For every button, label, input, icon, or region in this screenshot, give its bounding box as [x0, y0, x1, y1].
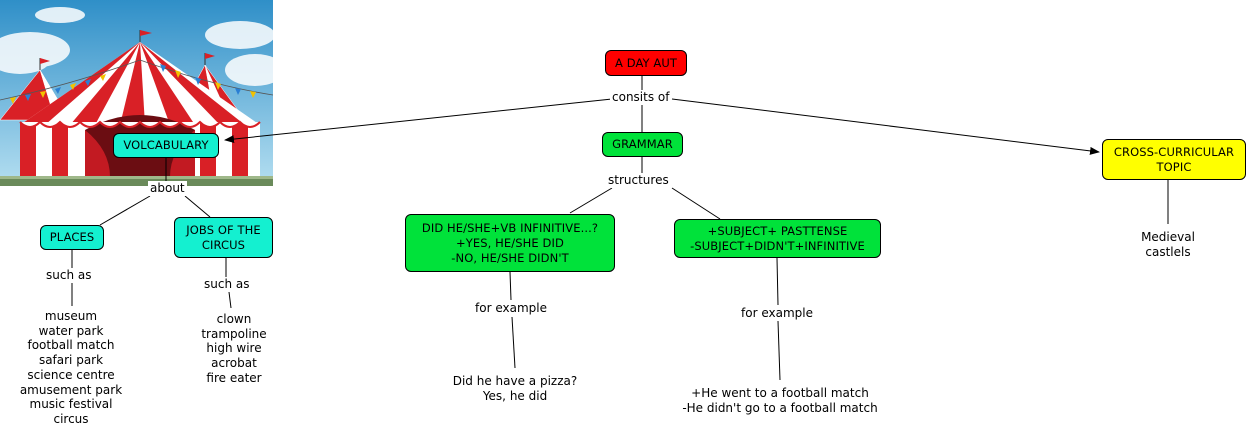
places-list-item: safari park	[0, 353, 142, 368]
link-about-to-places	[100, 196, 150, 225]
places-node[interactable]: PLACES	[40, 225, 104, 250]
root-link-label: consits of	[610, 90, 671, 105]
places-link-label: such as	[44, 268, 93, 283]
jobs-list-item: clown	[184, 312, 284, 327]
places-list-item: museum	[0, 309, 142, 324]
topic-list-item: castlels	[1118, 245, 1218, 260]
statements-example-line: -He didn't go to a football match	[665, 401, 895, 416]
link-consits-to-topic	[672, 99, 1099, 152]
statements-example-line: +He went to a football match	[665, 386, 895, 401]
link-example-to-questions-sample	[512, 317, 515, 368]
link-about-to-jobs	[185, 196, 210, 217]
places-list-item: science centre	[0, 368, 142, 383]
link-example-to-statements-sample	[778, 321, 780, 380]
questions-example-line: Yes, he did	[430, 389, 600, 404]
link-statements-to-example	[777, 258, 778, 305]
jobs-node[interactable]: JOBS OF THE CIRCUS	[174, 217, 273, 258]
link-suchas-to-jobs-list	[229, 292, 231, 308]
questions-example-line: Did he have a pizza?	[430, 374, 600, 389]
vocabulary-node[interactable]: VOLCABULARY	[113, 133, 219, 158]
jobs-list-item: acrobat	[184, 356, 284, 371]
places-list-item: water park	[0, 324, 142, 339]
questions-example: Did he have a pizza?Yes, he did	[430, 374, 600, 403]
places-list-item: football match	[0, 338, 142, 353]
jobs-list-item: high wire	[184, 341, 284, 356]
statements-link-label: for example	[739, 306, 815, 321]
topic-node[interactable]: CROSS-CURRICULAR TOPIC	[1102, 139, 1246, 180]
link-questions-to-example	[510, 272, 511, 300]
statements-node[interactable]: +SUBJECT+ PASTTENSE -SUBJECT+DIDN'T+INFI…	[674, 219, 881, 258]
jobs-list-item: fire eater	[184, 371, 284, 386]
vocabulary-link-label: about	[148, 181, 187, 196]
link-structures-to-questions	[570, 188, 612, 213]
link-consits-to-vocabulary	[225, 99, 612, 140]
topic-list-item: Medieval	[1118, 230, 1218, 245]
link-structures-to-statements	[672, 188, 720, 219]
statements-example: +He went to a football match-He didn't g…	[665, 386, 895, 415]
questions-link-label: for example	[473, 301, 549, 316]
places-list-item: music festival	[0, 397, 142, 412]
jobs-link-label: such as	[202, 277, 251, 292]
places-list-item: circus	[0, 412, 142, 427]
places-list-item: amusement park	[0, 383, 142, 398]
grammar-link-label: structures	[606, 173, 671, 188]
questions-node[interactable]: DID HE/SHE+VB INFINITIVE...? +YES, HE/SH…	[405, 214, 615, 272]
jobs-list-item: trampoline	[184, 327, 284, 342]
grammar-node[interactable]: GRAMMAR	[602, 132, 683, 157]
root-node[interactable]: A DAY AUT	[605, 50, 687, 76]
